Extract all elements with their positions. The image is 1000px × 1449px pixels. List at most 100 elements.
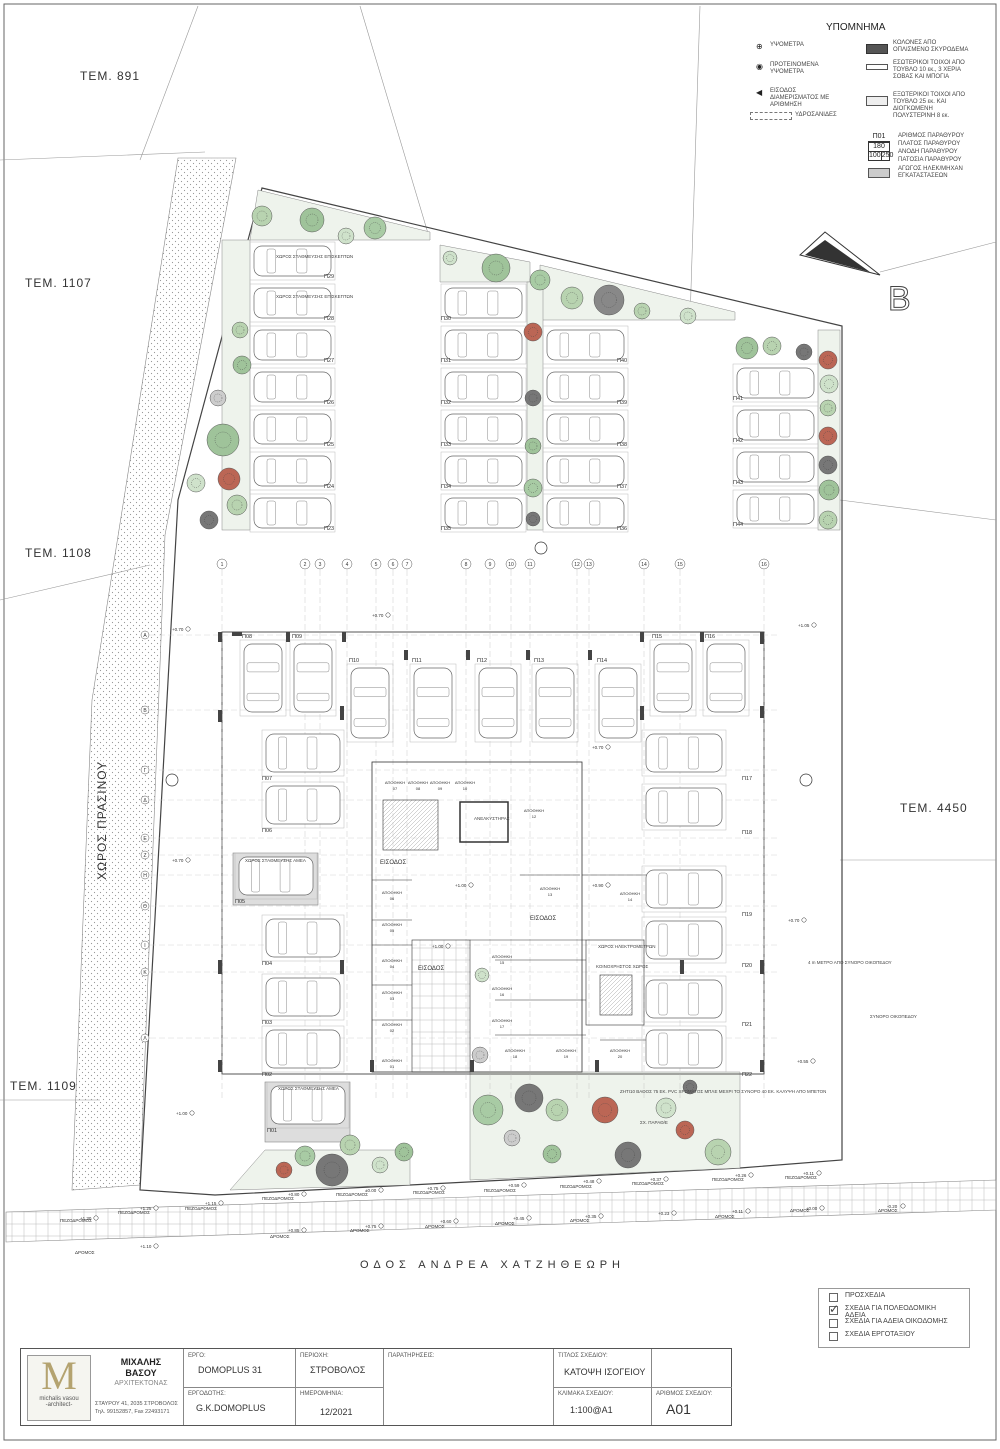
tree-icon	[474, 967, 490, 983]
parking-label: Π03	[262, 1020, 272, 1026]
tree-icon	[655, 1097, 677, 1119]
storage-label: ΑΠΟΘΗΚΗ	[382, 1058, 402, 1063]
project-name: DOMOPLUS 31	[198, 1365, 263, 1375]
checkbox[interactable]	[829, 1332, 838, 1341]
column	[470, 1060, 474, 1072]
parking-label: Π05	[235, 899, 245, 905]
svg-text:+0.70: +0.70	[592, 745, 604, 750]
plot-891-label: ΤΕΜ. 891	[80, 69, 140, 83]
dark-fill-icon	[866, 44, 888, 54]
grid-number: 7	[406, 562, 409, 568]
client-name: G.K.DOMOPLUS	[196, 1403, 266, 1413]
svg-text:+0.35: +0.35	[585, 1214, 597, 1219]
level-marker: +1.25	[140, 1205, 159, 1211]
checkbox[interactable]	[829, 1293, 838, 1302]
tree-icon	[819, 399, 837, 417]
architect-name-1: ΜΙΧΑΛΗΣ	[120, 1357, 162, 1367]
parking-space: Π07	[261, 729, 345, 782]
green-strip	[71, 157, 237, 1191]
column	[640, 632, 644, 642]
svg-text:+1.15: +1.15	[205, 1201, 217, 1206]
parking-space: Π11	[409, 658, 457, 743]
parking-label: Π37	[617, 484, 627, 490]
parking-space: Π05	[234, 852, 318, 905]
checkbox-checked[interactable]: ✓	[829, 1302, 839, 1316]
level-marker: +0.70	[592, 744, 611, 750]
checklist-label: ΣΧΕΔΙΑ ΓΙΑ ΠΟΛΕΟΔΟΜΙΚΗ ΑΔΕΙΑ	[845, 1305, 937, 1319]
parking-space: Π43	[732, 447, 819, 487]
parking-space: Π16	[702, 634, 750, 717]
storage-label: ΑΠΟΘΗΚΗ	[620, 891, 640, 896]
path-label: ΠΕΖΟΔΡΟΜΟΣ	[60, 1218, 92, 1223]
parking-space: Π29	[249, 241, 336, 281]
tree-icon	[524, 389, 542, 407]
site-outline	[139, 187, 843, 1196]
level-marker: +0.75	[365, 1223, 384, 1229]
level-marker: +0.70	[172, 626, 191, 632]
window-note: ΠΛΑΤΟΣ ΠΑΡΑΘΥΡΟΥ	[898, 141, 961, 147]
parking-space: Π12	[474, 658, 522, 743]
parking-space: Π40	[542, 325, 629, 365]
parking-label: Π09	[292, 634, 302, 640]
svg-text:+1.00: +1.00	[455, 883, 467, 888]
date-caption: ΗΜΕΡΟΜΗΝΙΑ:	[300, 1391, 344, 1397]
svg-text:+1.10: +1.10	[140, 1244, 152, 1249]
svg-text:+0.70: +0.70	[788, 918, 800, 923]
parking-space: Π08	[239, 634, 287, 717]
storage-label: ΑΠΟΘΗΚΗ	[385, 780, 405, 785]
parking-space: Π06	[261, 781, 345, 834]
parking-label: Π23	[324, 526, 334, 532]
grid-number: 8	[465, 562, 468, 568]
parking-space: Π44	[732, 489, 819, 529]
parking-label: Π40	[617, 358, 627, 364]
legend-item: ΠΡΟΤΕΙΝΟΜΕΝΑ ΥΨΟΜΕΤΡΑ	[770, 62, 819, 75]
parking-label: Π32	[441, 400, 451, 406]
parking-space: Π14	[594, 658, 642, 743]
storage-number: 04	[390, 964, 395, 969]
parking-space: Π17	[641, 729, 752, 782]
tree-icon	[472, 1094, 504, 1126]
tree-icon	[818, 350, 838, 370]
storage-number: 05	[390, 928, 395, 933]
parking-space: Π31	[440, 325, 527, 365]
checkbox[interactable]	[829, 1319, 838, 1328]
plot-4450-label: ΤΕΜ. 4450	[900, 801, 968, 815]
parking-space: Π20	[641, 916, 752, 969]
window-note: ΑΡΙΘΜΟΣ ΠΑΡΑΘΥΡΟΥ	[898, 133, 965, 139]
tree-icon	[675, 1120, 695, 1140]
column	[218, 632, 222, 642]
parking-label: Π21	[742, 1022, 752, 1028]
svg-text:+0.26: +0.26	[735, 1173, 747, 1178]
parking-label: Π06	[262, 828, 272, 834]
visitor-parking-label: ΧΩΡΟΣ ΣΤΑΘΜΕΥΣΗΣ ΕΠΙΣΚΕΠΤΩΝ	[276, 254, 353, 259]
svg-text:+1.00: +1.00	[176, 1111, 188, 1116]
logo-line-1: michalis vasou	[39, 1396, 79, 1402]
tree-icon	[206, 423, 240, 457]
check-icon: ✓	[829, 1302, 840, 1316]
parking-space: Π03	[261, 973, 345, 1026]
area-caption: ΠΕΡΙΟΧΗ:	[300, 1353, 329, 1359]
path-label: ΠΕΖΟΔΡΟΜΟΣ	[185, 1206, 217, 1211]
tree-icon	[315, 1153, 349, 1187]
tree-icon	[523, 478, 543, 498]
parking-space: Π26	[249, 367, 336, 407]
parking-label: Π26	[324, 400, 334, 406]
parking-label: Π43	[733, 480, 743, 486]
parking-label: Π16	[705, 634, 715, 640]
grid-letter: Ζ	[143, 853, 146, 859]
column	[595, 1060, 599, 1072]
path-label: ΠΕΖΟΔΡΟΜΟΣ	[484, 1188, 516, 1193]
path-label: ΠΕΖΟΔΡΟΜΟΣ	[785, 1175, 817, 1180]
parking-label: Π27	[324, 358, 334, 364]
duct-icon	[868, 168, 890, 178]
arrow-left-icon: ◀	[756, 88, 763, 97]
north-label: Β	[888, 280, 911, 318]
tree-icon	[525, 511, 541, 527]
path-label: ΠΕΖΟΔΡΟΜΟΣ	[560, 1184, 592, 1189]
storage-number: 07	[393, 786, 398, 791]
svg-text:+1.00: +1.00	[432, 944, 444, 949]
level-marker: +0.80	[288, 1191, 307, 1197]
parking-label: Π33	[441, 442, 451, 448]
parking-label: Π17	[742, 776, 752, 782]
